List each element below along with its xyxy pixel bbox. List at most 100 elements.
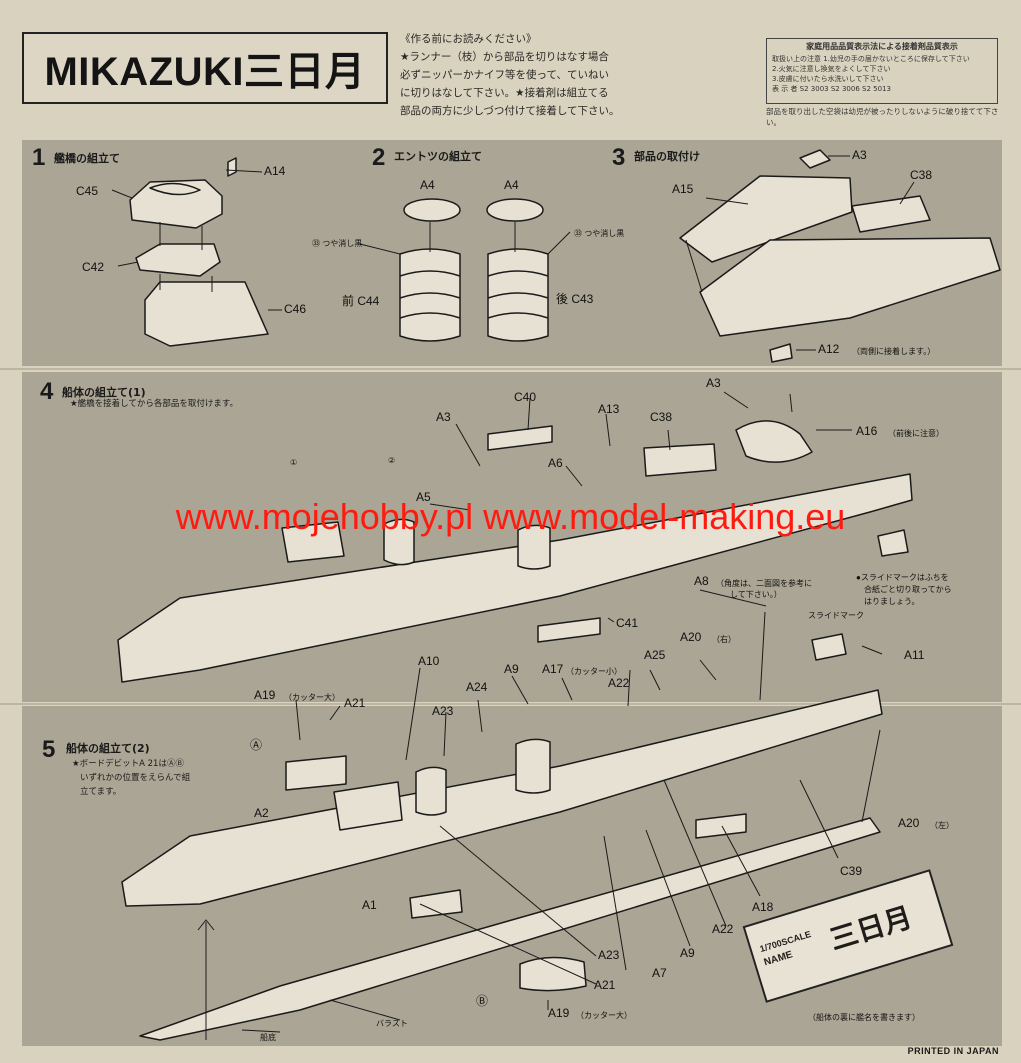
- paint-note-right: ㉝ つや消し黒: [574, 229, 625, 238]
- label-a18: A18: [752, 900, 774, 914]
- label-a15: A15: [672, 182, 694, 196]
- paint-note-left: ㉝ つや消し黒: [312, 239, 363, 248]
- mark-2: ②: [388, 456, 396, 465]
- label-a22-top: A22: [608, 676, 630, 690]
- label-c45: C45: [76, 184, 99, 198]
- label-a20-right: A20: [680, 630, 702, 644]
- label-a25: A25: [644, 648, 666, 662]
- label-a19-bottom: A19: [548, 1006, 570, 1020]
- label-c40: C40: [514, 390, 537, 404]
- part-a1-drawing: [409, 889, 463, 919]
- ballast-label: バラスト: [376, 1019, 408, 1028]
- step-2-title: エントツの組立て: [394, 150, 482, 163]
- step-4-note: ★艦橋を接着してから各部品を取付けます。: [70, 399, 239, 409]
- notice-line: 取扱い上の注意 1.幼児の手の届かないところに保存して下さい: [772, 55, 970, 63]
- label-a3-step3: A3: [852, 148, 867, 162]
- a20-right-note: （右）: [712, 635, 736, 644]
- printed-in-japan: PRINTED IN JAPAN: [907, 1046, 999, 1056]
- fold-line: [0, 368, 1021, 370]
- a19-bottom-note: （カッター大）: [576, 1011, 632, 1020]
- intro-line: ★ランナー（枝）から部品を切りはなす場合: [400, 51, 609, 63]
- bridge-part-c45-drawing: [129, 179, 223, 229]
- label-a3-top: A3: [706, 376, 721, 390]
- bridge-drawing-step5: [333, 781, 403, 831]
- step-2-number: 2: [372, 144, 386, 171]
- label-c44-front: 前 C44: [342, 294, 380, 308]
- label-a7: A7: [652, 966, 667, 980]
- a16-note: （前後に注意）: [888, 429, 944, 438]
- label-a19-top: A19: [254, 688, 276, 702]
- step-4-number: 4: [40, 378, 54, 405]
- slide-mark-flag-drawing: [877, 529, 909, 557]
- label-a11: A11: [904, 648, 925, 662]
- label-a1: A1: [362, 898, 377, 912]
- label-a21-bottom: A21: [594, 978, 616, 992]
- step-3-title: 部品の取付け: [634, 150, 700, 163]
- position-a-marker: Ⓐ: [250, 738, 263, 752]
- step-3-number: 3: [612, 144, 626, 171]
- label-a4-left: A4: [420, 178, 435, 192]
- a8-note-1: （角度は、二面図を参考に: [716, 579, 812, 588]
- part-a2-drawing: [285, 755, 347, 791]
- a12-note: （両側に接着します。）: [852, 347, 936, 356]
- gun-a3-drawing-step3: [799, 149, 831, 169]
- step-4-title: 船体の組立て(1): [62, 386, 146, 399]
- part-a14-drawing: [227, 157, 237, 177]
- slide-note-3: はりましょう。: [864, 597, 920, 606]
- label-c39: C39: [840, 864, 863, 878]
- label-a21-top: A21: [344, 696, 366, 710]
- a17-note: （カッター小）: [566, 667, 622, 676]
- label-a9-top: A9: [504, 662, 519, 676]
- funnel-rear-drawing: [486, 198, 549, 342]
- label-a22-bottom: A22: [712, 922, 734, 936]
- label-c38-step3: C38: [910, 168, 933, 182]
- torpedo-tube-c38-drawing: [851, 195, 931, 233]
- leader-lines: [111, 155, 915, 1040]
- funnel-front-drawing-step4: [383, 518, 415, 566]
- label-a3-mid: A3: [436, 410, 451, 424]
- label-a9-bottom: A9: [680, 946, 695, 960]
- notice-title: 家庭用品品質表示法による接着剤品質表示: [806, 42, 958, 51]
- a19-top-note: （カッター大）: [284, 693, 340, 702]
- a8-note-2: して下さい。）: [730, 590, 782, 599]
- intro-text: 《作る前にお読みください》 ★ランナー（枝）から部品を切りはなす場合 必ずニッパ…: [400, 30, 760, 120]
- label-a13: A13: [598, 402, 620, 416]
- hull-drawing-step5: [121, 689, 883, 907]
- step-1-number: 1: [32, 144, 46, 171]
- label-a16: A16: [856, 424, 878, 438]
- mark-1: ①: [290, 458, 298, 467]
- funnel-rear-drawing-step4: [517, 524, 551, 570]
- hull-bottom-drawing: [139, 817, 881, 1041]
- step-1-title: 艦橋の組立て: [54, 152, 120, 165]
- slide-note-1: ●スライドマークはふちを: [856, 573, 949, 582]
- a20-left-note: （左）: [930, 821, 954, 830]
- hull-drawing-step3: [699, 237, 1001, 337]
- label-a6: A6: [548, 456, 563, 470]
- notice-line: 2.火気に注意し換気をよくして下さい: [772, 65, 891, 73]
- part-c40-drawing: [487, 425, 553, 451]
- part-c41-drawing: [537, 617, 601, 643]
- bridge-deck-c46-drawing: [144, 281, 269, 347]
- step-5-note-2: いずれかの位置をえらんで組: [80, 773, 191, 783]
- page-title: MIKAZUKI三日月: [44, 50, 366, 94]
- slide-mark-label: スライドマーク: [808, 611, 864, 620]
- fold-line: [0, 703, 1021, 705]
- intro-line: に切りはなして下さい。★接着剤は組立てる: [400, 87, 609, 99]
- slide-note-2: 合紙ごと切り取ってから: [864, 585, 952, 594]
- part-a12-drawing: [769, 343, 793, 363]
- label-a24: A24: [466, 680, 488, 694]
- bridge-part-c42-drawing: [135, 243, 221, 277]
- label-a4-right: A4: [504, 178, 519, 192]
- bag-warning: 部品を取り出した空袋は幼児が被ったりしないように破り捨てて下さい。: [766, 107, 999, 127]
- label-a14: A14: [264, 164, 286, 178]
- hull-drawing-step4: [117, 473, 913, 683]
- intro-line: 必ずニッパーかナイフ等を使って、ていねい: [400, 69, 609, 81]
- label-a17: A17: [542, 662, 564, 676]
- bridge-drawing-step4: [281, 521, 345, 563]
- slide-mark-decal-drawing: [811, 633, 847, 661]
- step-5-note-1: ★ボードデビットA 21はⒶⒷ: [72, 759, 184, 769]
- label-a5: A5: [416, 490, 431, 504]
- watermark: www.mojehobby.pl www.model-making.eu: [175, 496, 846, 537]
